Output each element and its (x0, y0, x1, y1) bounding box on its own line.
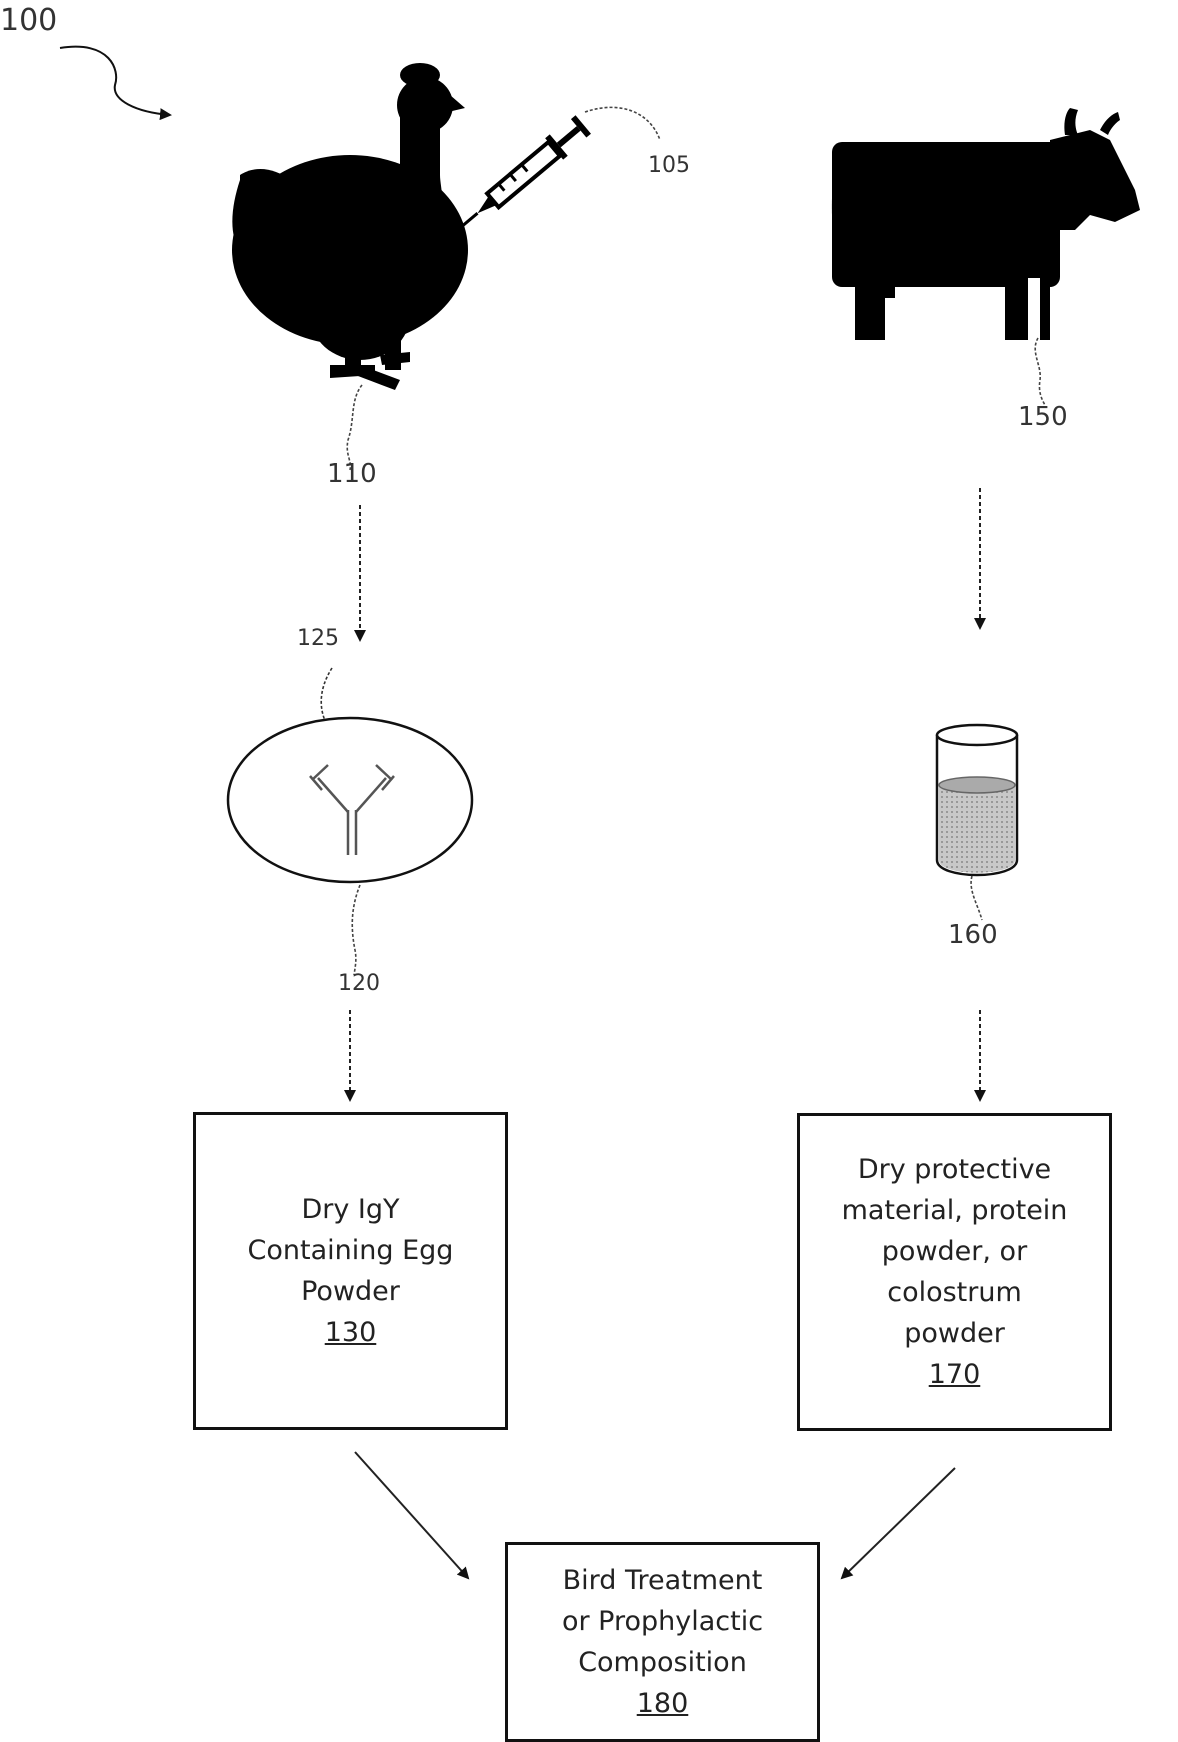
composition-line-3: Composition (578, 1642, 747, 1683)
chicken-icon (232, 63, 468, 390)
cow-ref-label: 150 (1018, 402, 1068, 432)
cow-icon (832, 108, 1140, 340)
composition-number: 180 (637, 1683, 689, 1724)
egg-powder-line-2: Containing Egg (248, 1230, 454, 1271)
egg-powder-number: 130 (325, 1312, 377, 1353)
syringe-icon (443, 114, 592, 245)
protective-number: 170 (929, 1354, 981, 1395)
egg-ref-label: 120 (338, 971, 380, 996)
composition-line-1: Bird Treatment (563, 1560, 763, 1601)
protective-line-2: material, protein (842, 1190, 1068, 1231)
egg-powder-box: Dry IgY Containing Egg Powder 130 (193, 1112, 508, 1430)
protective-material-box: Dry protective material, protein powder,… (797, 1113, 1112, 1431)
protective-line-1: Dry protective (858, 1149, 1051, 1190)
egg-icon (228, 718, 472, 882)
egg-ref-leader (352, 885, 360, 975)
chicken-ref-leader (347, 385, 362, 470)
egg-pointer-ref-label: 125 (297, 626, 339, 651)
figure-ref-label: 100 (0, 3, 57, 38)
chicken-ref-label: 110 (327, 459, 377, 489)
protective-line-5: powder (904, 1313, 1005, 1354)
egg-powder-line-1: Dry IgY (301, 1189, 399, 1230)
figure-ref-arrow (60, 47, 170, 115)
composition-box: Bird Treatment or Prophylactic Compositi… (505, 1542, 820, 1742)
protective-line-3: powder, or (882, 1231, 1027, 1272)
composition-line-2: or Prophylactic (562, 1601, 763, 1642)
egg-powder-line-3: Powder (301, 1271, 400, 1312)
protective-line-4: colostrum (887, 1272, 1022, 1313)
arrow-protective-to-composition (842, 1468, 955, 1578)
syringe-ref-label: 105 (648, 153, 690, 178)
cup-ref-label: 160 (948, 920, 998, 950)
cup-icon (937, 725, 1017, 875)
syringe-ref-leader (585, 107, 660, 140)
cup-ref-leader (971, 876, 982, 920)
arrow-egg-powder-to-composition (355, 1452, 468, 1578)
cow-ref-leader (1035, 338, 1045, 405)
